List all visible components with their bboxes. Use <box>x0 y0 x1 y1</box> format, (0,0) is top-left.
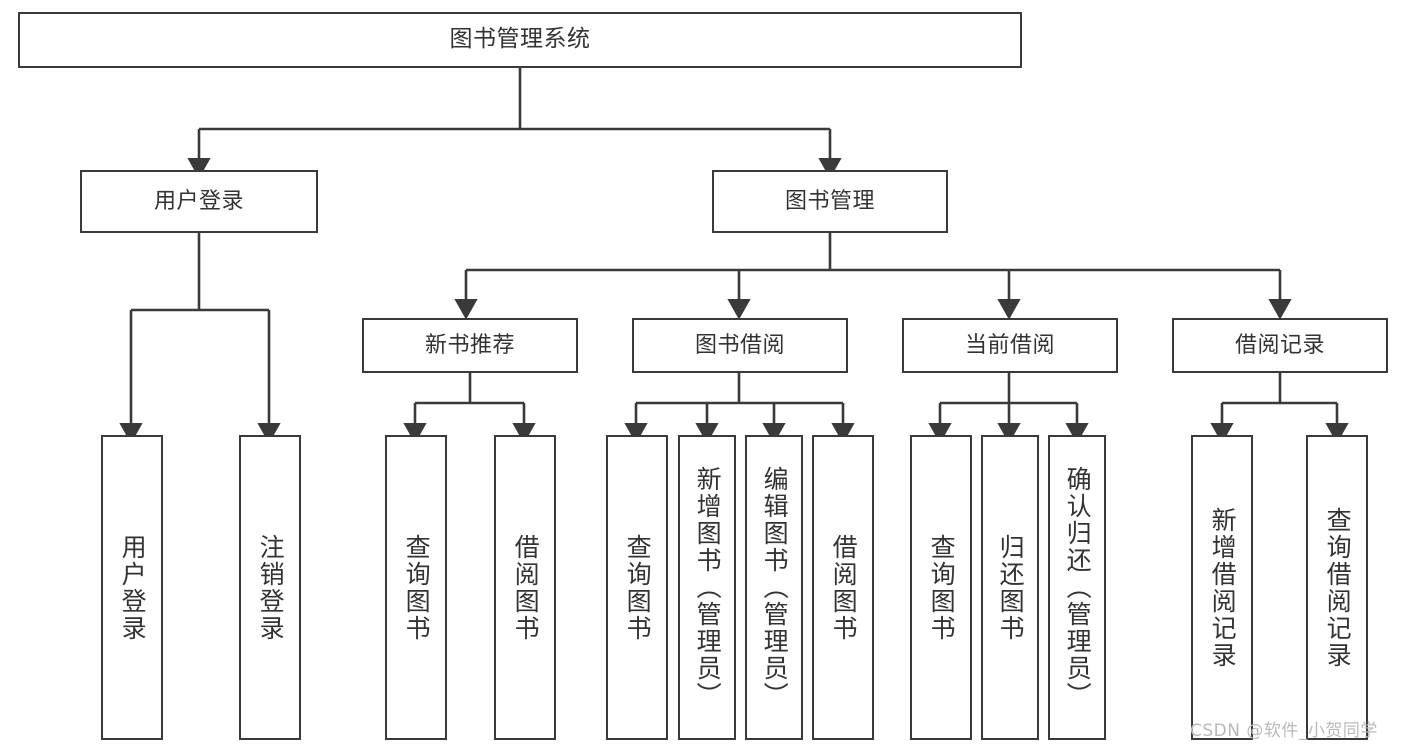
node-label: 图书借阅 <box>694 332 785 358</box>
node-borrow-record[interactable]: 借阅记录 <box>1172 318 1388 373</box>
node-book-borrow[interactable]: 图书借阅 <box>632 318 848 373</box>
leaf-record-add-record[interactable]: 新增借阅记录 <box>1191 435 1253 740</box>
leaf-borrow-borrow-book[interactable]: 借阅图书 <box>812 435 874 740</box>
csdn-watermark: CSDN @软件_小贺同学 <box>1190 721 1378 741</box>
leaf-recommend-query-book[interactable]: 查询图书 <box>385 435 447 740</box>
node-book-management[interactable]: 图书管理 <box>712 170 948 233</box>
leaf-borrow-edit-book-admin[interactable]: 编辑图书（管理员） <box>745 435 803 740</box>
node-label: 用户登录 <box>118 533 148 642</box>
node-label: 查询图书 <box>402 533 432 642</box>
leaf-user-login-login[interactable]: 用户登录 <box>101 435 163 740</box>
node-user-login[interactable]: 用户登录 <box>80 170 318 233</box>
node-label: 借阅记录 <box>1234 332 1325 358</box>
node-label: 借阅图书 <box>829 533 859 642</box>
node-label: 借阅图书 <box>511 533 541 642</box>
leaf-recommend-borrow-book[interactable]: 借阅图书 <box>494 435 556 740</box>
leaf-current-confirm-return-admin[interactable]: 确认归还（管理员） <box>1048 435 1106 740</box>
node-label: 归还图书 <box>996 533 1026 642</box>
node-label: 用户登录 <box>153 188 244 214</box>
node-label: 新增图书（管理员） <box>693 466 723 709</box>
node-label: 当前借阅 <box>964 332 1055 358</box>
node-current-borrow[interactable]: 当前借阅 <box>902 318 1118 373</box>
node-label: 编辑图书（管理员） <box>760 466 790 709</box>
node-label: 图书管理 <box>784 188 875 214</box>
node-label: 查询图书 <box>927 533 957 642</box>
leaf-borrow-add-book-admin[interactable]: 新增图书（管理员） <box>678 435 736 740</box>
leaf-borrow-query-book[interactable]: 查询图书 <box>606 435 668 740</box>
node-label: 注销登录 <box>256 533 286 642</box>
node-label: 新书推荐 <box>424 332 515 358</box>
node-label: 确认归还（管理员） <box>1063 466 1093 709</box>
node-new-book-recommend[interactable]: 新书推荐 <box>362 318 578 373</box>
leaf-user-login-logout[interactable]: 注销登录 <box>239 435 301 740</box>
leaf-current-query-book[interactable]: 查询图书 <box>910 435 972 740</box>
leaf-current-return-book[interactable]: 归还图书 <box>981 435 1039 740</box>
node-label: 查询借阅记录 <box>1323 506 1353 669</box>
node-label: 查询图书 <box>623 533 653 642</box>
node-label: 图书管理系统 <box>449 26 591 53</box>
node-label: 新增借阅记录 <box>1208 506 1238 669</box>
leaf-record-query-record[interactable]: 查询借阅记录 <box>1306 435 1368 740</box>
node-root-system[interactable]: 图书管理系统 <box>18 12 1022 68</box>
